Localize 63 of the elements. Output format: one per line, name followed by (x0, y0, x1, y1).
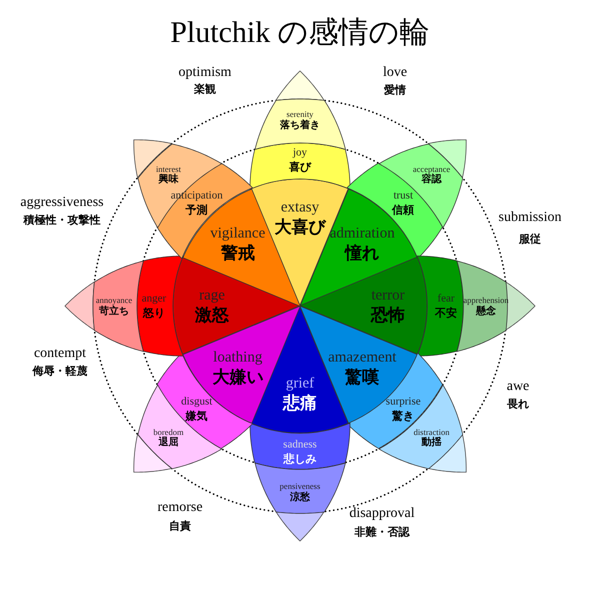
dyad-label: 非難・否認 (354, 526, 410, 538)
emotion-label: 大喜び (274, 219, 326, 236)
dyad-label: 積極性・攻撃性 (24, 214, 100, 226)
dyad-label: 侮辱・軽蔑 (32, 366, 88, 376)
emotion-label: sadness (283, 440, 317, 451)
emotion-label: 涼愁 (290, 492, 310, 503)
emotion-label: 恐怖 (371, 307, 405, 324)
dyad-label: 自責 (169, 520, 191, 532)
emotion-label: anger (142, 294, 166, 305)
emotion-label: admiration (330, 226, 395, 242)
emotion-label: loathing (213, 350, 262, 366)
emotion-label: 興味 (158, 175, 178, 186)
dyad-label: contempt (34, 347, 86, 361)
emotion-label: 苛立ち (99, 306, 129, 317)
emotion-label: 不安 (434, 307, 457, 318)
emotion-label: rage (199, 288, 225, 304)
emotion-label: 信頼 (392, 204, 414, 216)
emotion-label: 動揺 (422, 438, 442, 448)
dyad-label: disapproval (349, 507, 415, 521)
emotion-label: acceptance (412, 164, 450, 173)
emotion-label: 嫌気 (186, 410, 208, 422)
emotion-label: annoyance (96, 296, 132, 304)
dyad-label: 愛情 (384, 84, 406, 96)
emotion-label: vigilance (210, 226, 266, 242)
title: Plutchik の感情の輪 (170, 18, 430, 48)
emotion-label: 退屈 (158, 438, 178, 448)
dyad-label: awe (506, 380, 530, 394)
emotion-label: serenity (286, 110, 314, 118)
emotion-label: 警戒 (220, 245, 255, 262)
dyad-label: optimism (178, 66, 232, 80)
emotion-label: 悲しみ (283, 453, 316, 464)
dyad-label: 畏れ (507, 398, 529, 410)
dyad-label: submission (498, 211, 562, 225)
emotion-label: 喜び (288, 161, 311, 172)
dyad-label: remorse (157, 501, 203, 515)
emotion-label: joy (292, 148, 308, 159)
emotion-label: 懸念 (476, 306, 496, 317)
emotion-label: 悲痛 (282, 395, 317, 412)
emotion-label: 憧れ (345, 245, 380, 262)
emotion-label: 怒り (143, 307, 165, 318)
emotion-label: amazement (328, 350, 396, 366)
emotion-label: 驚嘆 (345, 370, 380, 387)
emotion-label: disgust (181, 396, 212, 408)
emotion-label: 大嫌い (212, 370, 264, 387)
dyad-label: love (382, 66, 408, 80)
emotion-label: fear (437, 294, 455, 305)
emotion-label: boredom (153, 428, 184, 436)
emotion-label: 驚き (392, 410, 414, 422)
emotion-label: 予測 (186, 204, 208, 216)
dyad-label: 服従 (519, 234, 541, 244)
emotion-label: surprise (386, 396, 421, 408)
emotion-label: pensiveness (280, 482, 320, 490)
emotion-label: interest (156, 164, 181, 173)
emotion-label: terror (371, 288, 405, 304)
emotion-label: 落ち着き (280, 120, 320, 131)
emotion-label: 容認 (422, 175, 442, 186)
emotion-label: extasy (280, 200, 320, 216)
emotion-label: 激怒 (195, 307, 229, 324)
dyad-label: 楽観 (194, 84, 216, 94)
dyad-label: aggressiveness (20, 196, 104, 210)
emotion-label: distraction (414, 428, 450, 436)
emotion-label: grief (286, 376, 314, 392)
emotion-label: trust (393, 190, 413, 202)
